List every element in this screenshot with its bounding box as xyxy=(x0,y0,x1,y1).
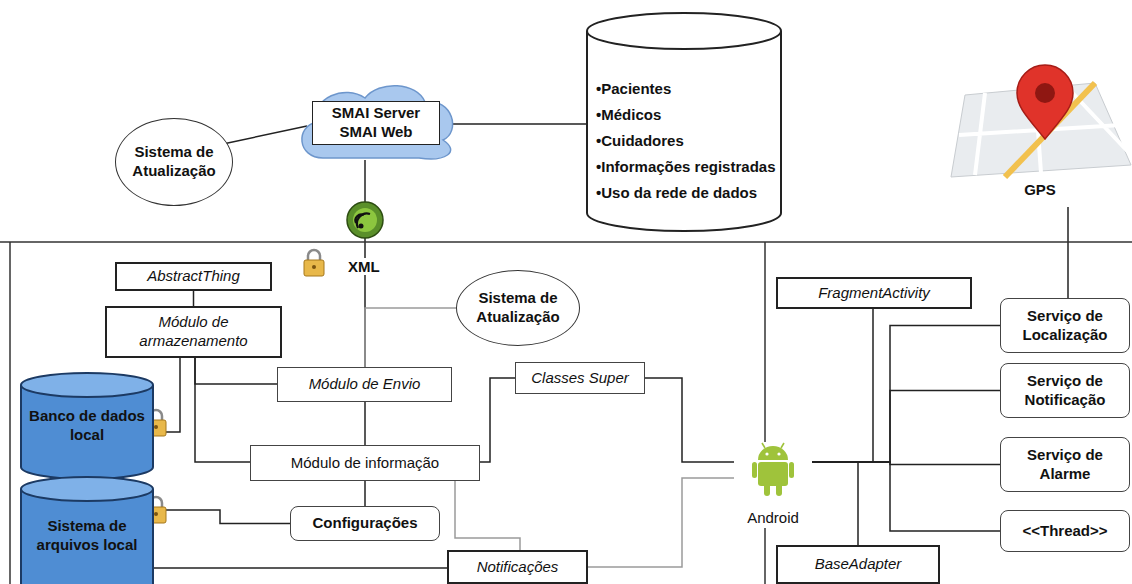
connector-line xyxy=(588,478,734,567)
connector-line xyxy=(223,126,307,144)
connector-line xyxy=(480,378,515,462)
lock-icon xyxy=(304,250,324,276)
service-box: Serviço de Localização xyxy=(1000,298,1130,353)
node-text: Banco de dados local xyxy=(20,407,154,445)
connector-line xyxy=(365,308,456,367)
node-text: Módulo de armazenamento xyxy=(113,313,274,351)
connector-line xyxy=(812,309,873,462)
module-box: Módulo de armazenamento xyxy=(105,306,282,358)
node-text: •Médicos xyxy=(596,102,661,128)
module-box: Módulo de Envio xyxy=(277,367,452,402)
class-box: FragmentActivity xyxy=(776,277,972,309)
local-database: Banco de dados local xyxy=(20,372,154,480)
node-text: Classes Super xyxy=(531,369,629,388)
connector-line xyxy=(812,326,1000,463)
connector-line xyxy=(812,391,1000,463)
node-text: FragmentActivity xyxy=(818,284,930,303)
node-text: <<Thread>> xyxy=(1022,522,1107,541)
server-cloud: SMAI Server SMAI Web xyxy=(293,80,459,166)
service-box: Serviço de Notificação xyxy=(1000,363,1130,418)
service-box: Serviço de Alarme xyxy=(1000,437,1130,492)
class-box: Classes Super xyxy=(515,362,645,394)
connector-line xyxy=(364,402,366,445)
connector-line xyxy=(1067,207,1069,298)
update-circle: Sistema de Atualização xyxy=(456,270,580,346)
format-label: XML xyxy=(346,258,382,275)
gps-map: GPS xyxy=(945,55,1132,207)
connector-line xyxy=(451,123,586,125)
connector-line xyxy=(455,481,520,550)
update-circle: Sistema de Atualização xyxy=(115,118,233,206)
node-text: Sistema de Atualização xyxy=(122,143,226,181)
node-text: Serviço de Localização xyxy=(1007,307,1123,345)
node-text: Android xyxy=(744,509,802,528)
connector-line xyxy=(364,481,366,506)
module-box: Módulo de informação xyxy=(250,445,480,481)
connector-line xyxy=(195,358,277,384)
node-text: •Uso da rede de dados xyxy=(596,180,757,206)
local-filesystem: Sistema de arquivos local xyxy=(20,476,154,584)
node-text: Módulo de Envio xyxy=(309,375,421,394)
node-text: Sistema de arquivos local xyxy=(20,517,154,555)
android-platform: Android xyxy=(734,440,812,528)
connector-line xyxy=(154,510,290,524)
node-text: •Pacientes xyxy=(596,76,671,102)
thread-box: <<Thread>> xyxy=(1000,510,1130,552)
notification-box: Notificações xyxy=(447,550,588,584)
class-box: AbstractThing xyxy=(115,262,272,291)
node-text: GPS xyxy=(1014,180,1066,201)
connector-line xyxy=(193,291,195,306)
antenna-icon xyxy=(347,202,383,238)
connector-line xyxy=(154,567,447,569)
node-text: Notificações xyxy=(477,558,559,577)
class-box: BaseAdapter xyxy=(776,545,940,584)
node-text: •Cuidadores xyxy=(596,128,684,154)
server-database: •Pacientes•Médicos•Cuidadores•Informaçõe… xyxy=(586,12,782,232)
config-box: Configurações xyxy=(290,506,440,541)
node-text: Módulo de informação xyxy=(291,454,439,473)
node-text: Serviço de Alarme xyxy=(1007,446,1123,484)
connector-line xyxy=(645,378,734,462)
node-text: Configurações xyxy=(312,514,417,533)
connector-line xyxy=(812,462,858,545)
node-text: AbstractThing xyxy=(147,267,240,286)
node-text: Serviço de Notificação xyxy=(1007,372,1123,410)
connector-line xyxy=(195,358,250,462)
connector-line xyxy=(812,462,1000,531)
node-text: Sistema de Atualização xyxy=(463,289,573,327)
node-text: SMAI Server SMAI Web xyxy=(312,101,440,145)
node-text: •Informações registradas xyxy=(596,154,776,180)
frame-lines xyxy=(0,242,1132,584)
node-text: BaseAdapter xyxy=(815,555,902,574)
